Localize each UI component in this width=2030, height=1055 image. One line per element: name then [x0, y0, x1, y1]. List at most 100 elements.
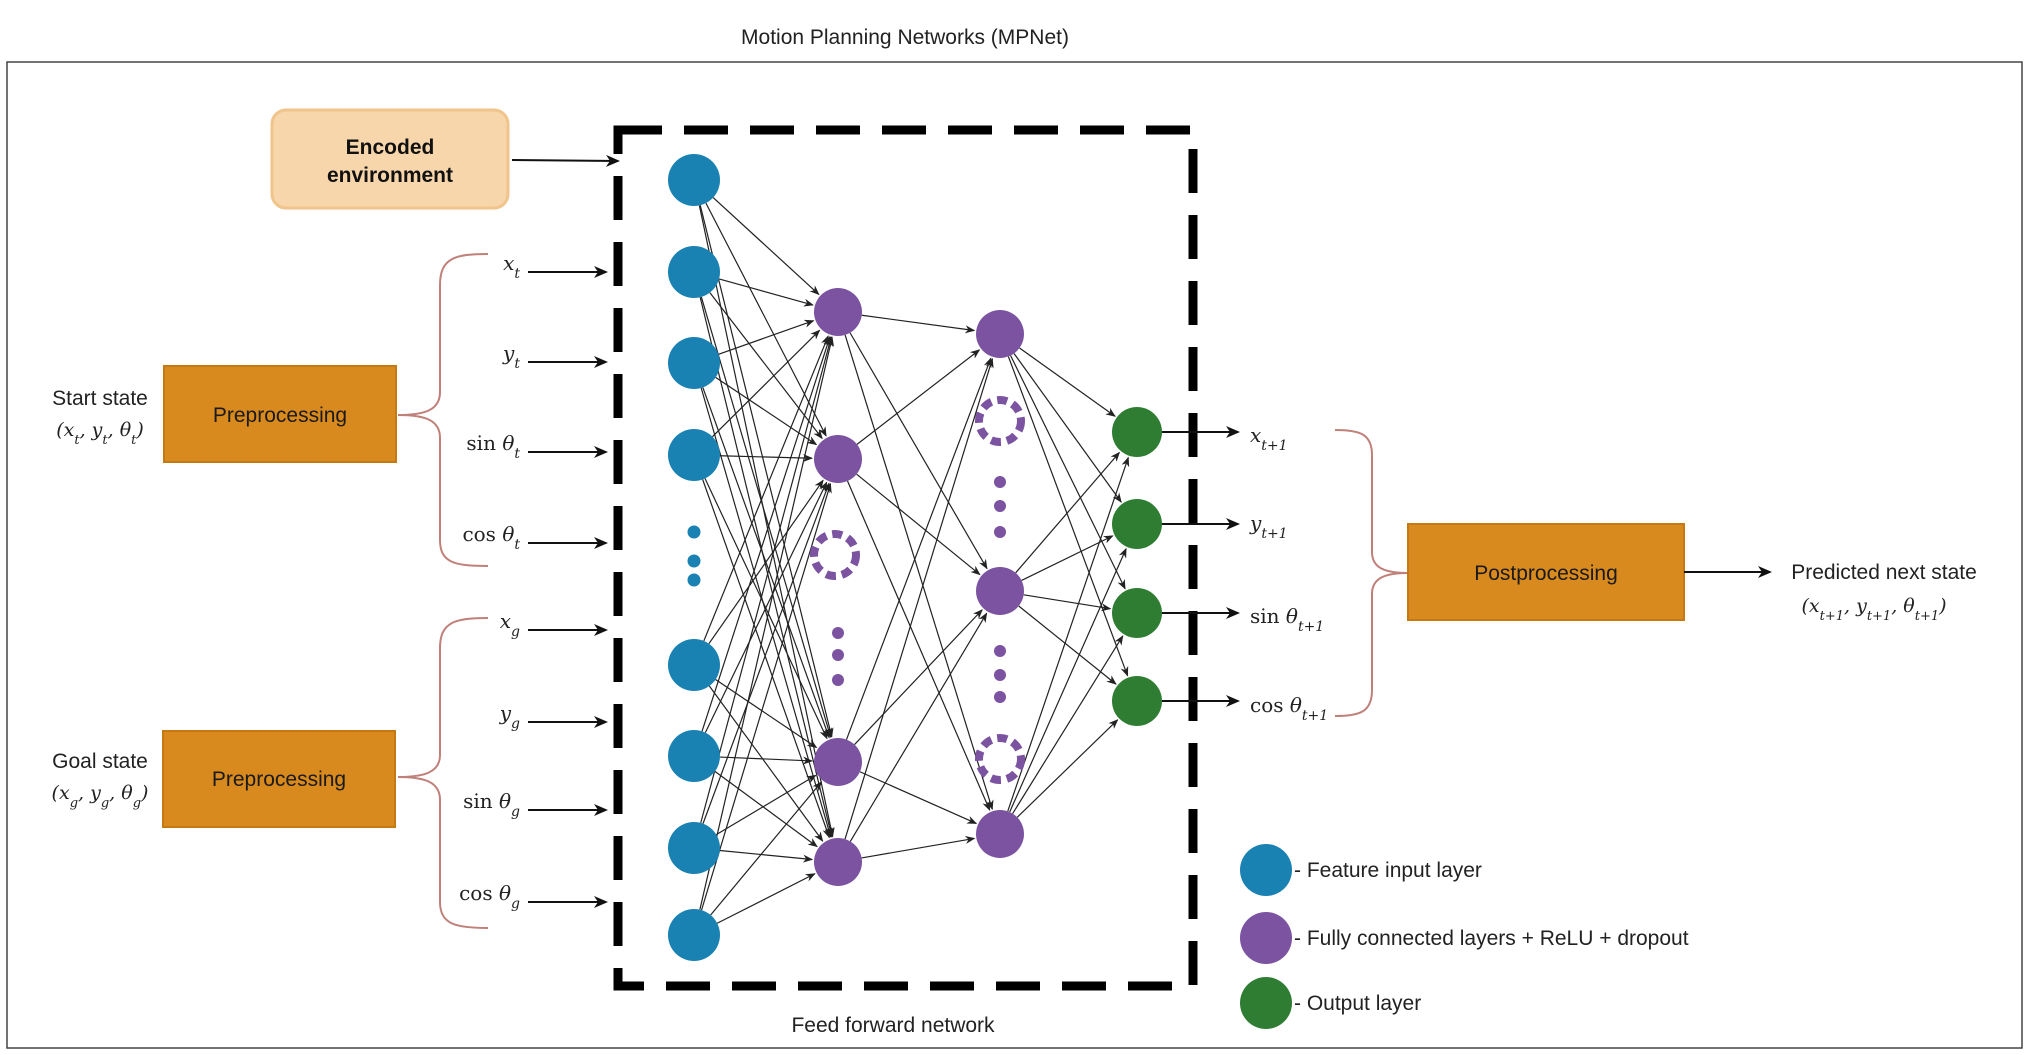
dropout-node: [975, 734, 1025, 784]
hidden2-node: [976, 310, 1024, 358]
output-label-3: cos θt+1: [1250, 693, 1328, 724]
postprocessing-box: [1407, 523, 1685, 621]
input-node: [668, 246, 720, 298]
output-node: [1112, 407, 1162, 457]
input-label-6-sub: g: [511, 804, 520, 820]
input-label-6-prefix: sin: [463, 789, 499, 813]
legend-swatch-0: [1240, 844, 1292, 896]
edge-hidden1-hidden2-2-2: [859, 771, 978, 824]
input-node: [668, 337, 720, 389]
edge-input-hidden1-2-0: [718, 319, 815, 355]
input-node: [668, 909, 720, 961]
output-label-0-var: x: [1250, 423, 1261, 447]
network-connections: [698, 197, 1130, 924]
network-box: [613, 125, 1198, 991]
input-label-6: sin θg: [463, 789, 520, 820]
edge-hidden1-hidden2-1-0: [856, 349, 981, 445]
output-node: [1112, 588, 1162, 638]
output-label-1-sub: t+1: [1261, 526, 1287, 542]
hidden2-node: [976, 810, 1024, 858]
hidden1-node: [814, 435, 862, 483]
start-state-label: Start state: [52, 387, 148, 410]
input-ellipsis-dot: [687, 573, 701, 587]
edge-hidden2-output-1-3: [1018, 605, 1117, 685]
edge-input-hidden1-7-3: [716, 873, 816, 924]
input-label-1-sub: t: [514, 356, 520, 372]
input-node: [668, 154, 720, 206]
edge-input-hidden1-3-0: [712, 329, 821, 438]
output-label-3-prefix: cos: [1250, 693, 1290, 717]
edge-input-hidden1-4-3: [708, 685, 824, 842]
input-label-3-var: θ: [502, 522, 514, 546]
input-label-2-sub: t: [514, 446, 520, 462]
input-node: [668, 822, 720, 874]
predicted-state-tuple: (xt+1, yt+1, θt+1): [1801, 595, 1946, 624]
edge-hidden1-hidden2-1-2: [846, 480, 991, 812]
input-label-2-prefix: sin: [466, 431, 502, 455]
input-label-3: cos θt: [462, 522, 520, 553]
edge-input-hidden1-6-3: [719, 849, 814, 863]
output-label-1-var: y: [1249, 511, 1262, 535]
start-brace: [397, 253, 489, 567]
input-ellipsis-dot: [687, 525, 701, 539]
edge-hidden1-hidden2-0-1: [849, 332, 988, 570]
edge-input-hidden1-6-0: [700, 336, 833, 824]
edge-hidden1-hidden2-1-1: [856, 473, 981, 576]
start-preprocessing-label: Preprocessing: [213, 404, 347, 427]
input-label-7-prefix: cos: [459, 881, 499, 905]
input-label-5-var: y: [499, 701, 512, 725]
legend-swatch-2: [1240, 977, 1292, 1029]
network-nodes: [668, 154, 1162, 961]
edge-hidden1-hidden2-3-2: [861, 836, 976, 859]
edge-hidden2-output-1-1: [1021, 535, 1114, 581]
hidden2-ellipsis-dot: [994, 669, 1006, 681]
edge-input-hidden1-5-3: [714, 770, 818, 848]
edge-input-hidden1-7-1: [700, 482, 832, 911]
legend-label-2: - Output layer: [1294, 992, 1421, 1015]
edge-input-hidden1-0-1: [705, 202, 827, 437]
encoded-environment-line2: environment: [327, 164, 453, 187]
edge-hidden2-output-2-2: [1012, 635, 1124, 814]
postprocessing-label: Postprocessing: [1474, 562, 1618, 585]
output-label-2-sub: t+1: [1298, 619, 1324, 635]
encoded-environment-line1: Encoded: [346, 136, 435, 159]
input-label-5: yg: [499, 701, 520, 732]
edge-hidden1-hidden2-2-1: [854, 609, 983, 745]
hidden1-ellipsis-dot: [832, 649, 844, 661]
hidden2-ellipsis-dot: [994, 691, 1006, 703]
output-node: [1112, 499, 1162, 549]
edge-hidden2-output-0-1: [1013, 353, 1122, 503]
goal-preprocessing-box: [162, 730, 396, 828]
input-label-3-sub: t: [514, 537, 520, 553]
hidden1-node: [814, 288, 862, 336]
legend: - Feature input layer - Fully connected l…: [1240, 844, 1689, 1029]
output-label-0: xt+1: [1250, 423, 1288, 454]
input-label-1-var: y: [502, 341, 515, 365]
input-node: [668, 429, 720, 481]
hidden1-node: [814, 838, 862, 886]
input-label-2: sin θt: [466, 431, 520, 462]
output-label-3-sub: t+1: [1302, 708, 1328, 724]
edge-hidden2-output-0-3: [1007, 356, 1129, 677]
input-label-7-var: θ: [499, 881, 511, 905]
hidden1-ellipsis-dot: [832, 674, 844, 686]
outer-frame: [6, 61, 2023, 1049]
hidden1-ellipsis-dot: [832, 627, 844, 639]
input-label-4: xg: [500, 609, 520, 640]
input-label-0-sub: t: [514, 266, 520, 282]
input-label-4-sub: g: [511, 624, 520, 640]
edge-input-hidden1-4-0: [703, 335, 829, 642]
hidden1-node: [814, 738, 862, 786]
input-node: [668, 730, 720, 782]
input-label-1: yt: [502, 341, 520, 372]
edge-input-hidden1-2-1: [715, 376, 818, 446]
predicted-state-label: Predicted next state: [1791, 561, 1977, 584]
input-label-0-var: x: [503, 251, 514, 275]
edge-input-hidden1-6-2: [716, 774, 817, 836]
legend-label-1: - Fully connected layers + ReLU + dropou…: [1294, 927, 1689, 950]
legend-swatch-1: [1240, 912, 1292, 964]
edge-hidden2-output-2-1: [1009, 547, 1127, 813]
legend-label-0: - Feature input layer: [1294, 859, 1482, 882]
